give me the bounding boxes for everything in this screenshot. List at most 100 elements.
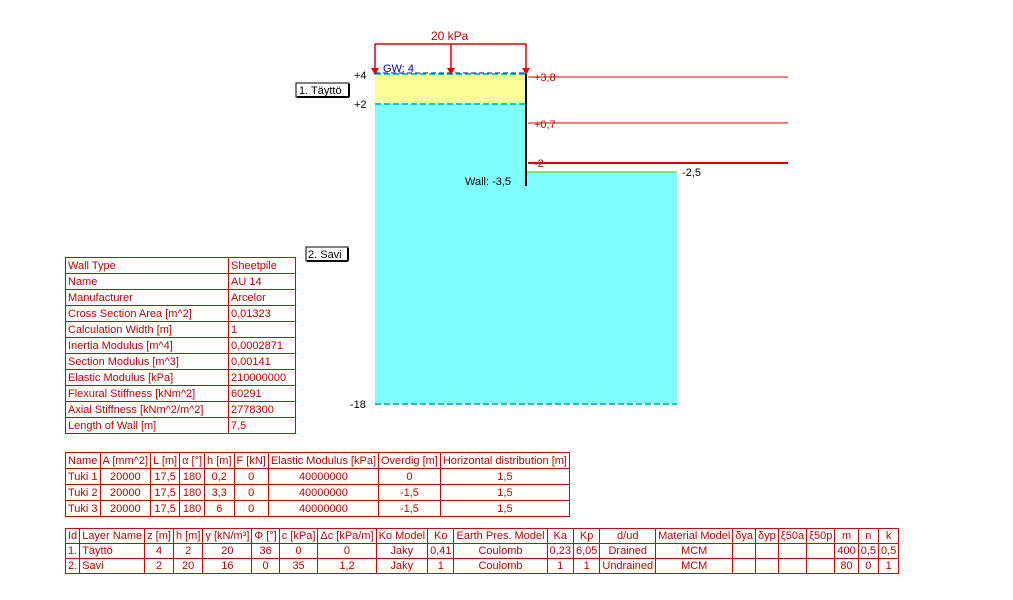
support-label-3: -2 [534, 158, 544, 170]
support-cell: 0 [233, 500, 269, 517]
support-cell: 180 [179, 468, 206, 485]
support-cell: 1,5 [439, 468, 570, 485]
surface-load [371, 43, 530, 75]
layer-cell: 0 [251, 558, 280, 574]
layer-header-cell: Ko Model [375, 528, 429, 544]
layer-cell: 1 [572, 558, 601, 574]
layer-cell [755, 543, 779, 559]
support-header-cell: Overdig [m] [378, 452, 441, 469]
wall-cell: Sheetpile [228, 257, 296, 274]
support-header-cell: Name [65, 452, 101, 469]
support-cell: 0 [233, 468, 269, 485]
layer-header-cell: Kp [572, 528, 601, 544]
support-label-1: +3,8 [534, 72, 556, 84]
layer-cell: 20 [202, 543, 253, 559]
support-header-cell: Horizontal distribution [m] [439, 452, 570, 469]
layer-cell: 2 [144, 558, 174, 574]
layer-cell [732, 543, 757, 559]
wall-property-row: Flexural Stiffness [kNm^2]60291 [65, 385, 296, 402]
retaining-wall-diagram: GW: 4 20 kPa +3,8 +0,7 -2 Wall: -3,5 -2,… [295, 29, 788, 411]
layer-header-cell: n [857, 528, 880, 544]
wall-property-row: Elastic Modulus [kPa]210000000 [65, 369, 296, 386]
support-cell: -1,5 [378, 484, 441, 501]
excavation-label: -2,5 [682, 167, 701, 179]
layer-header-cell: m [834, 528, 859, 544]
layer-1-fill [375, 74, 526, 104]
wall-cell: 210000000 [228, 369, 296, 386]
wall-property-row: Section Modulus [m^3]0,00141 [65, 353, 296, 370]
layer-cell: 2. [64, 558, 81, 574]
support-cell: Tuki 1 [65, 468, 101, 485]
support-cell: 0,2 [204, 468, 235, 485]
wall-property-row: Calculation Width [m]1 [65, 321, 296, 338]
layer-cell: 0,41 [427, 543, 455, 559]
wall-cell: Wall Type [65, 257, 229, 274]
support-cell: 0 [378, 468, 441, 485]
layer-cell: 1 [546, 558, 574, 574]
layer-cell: 400 [834, 543, 859, 559]
layer-cell: 4 [144, 543, 174, 559]
layer-header-cell: Φ [°] [251, 528, 280, 544]
support-cell: 17,5 [150, 484, 181, 501]
layer-cell: Undrained [599, 558, 657, 574]
layer-cell: 20 [172, 558, 204, 574]
wall-cell: 7,5 [228, 417, 296, 434]
gw-label: GW: 4 [383, 63, 414, 75]
layer-cell: 0,5 [857, 543, 880, 559]
support-cell: 20000 [99, 484, 152, 501]
level-label-top: +4 [354, 70, 367, 82]
layer-cell: Coulomb [453, 543, 548, 559]
layer-header-cell: γ [kN/m³] [202, 528, 253, 544]
layer-cell: MCM [655, 543, 734, 559]
support-cell: 20000 [99, 500, 152, 517]
layer-cell: 1 [877, 558, 900, 574]
wall-cell: Name [65, 273, 229, 290]
wall-cell: 60291 [228, 385, 296, 402]
layer-cell: 0 [317, 543, 377, 559]
layer-cell: 1. [64, 543, 81, 559]
support-header-cell: L [m] [150, 452, 181, 469]
support-header-cell: A [mm^2] [99, 452, 152, 469]
layer-cell [755, 558, 779, 574]
layer-cell: Jaky [375, 558, 429, 574]
wall-cell: Inertia Modulus [m^4] [65, 337, 229, 354]
wall-cell: Section Modulus [m^3] [65, 353, 229, 370]
wall-cell: Axial Stiffness [kNm^2/m^2] [65, 401, 229, 418]
layer-1-label: 1. Täyttö [299, 85, 342, 97]
layer-header-cell: δyp [755, 528, 779, 544]
level-label-mid: +2 [354, 99, 367, 111]
layer-cell: 80 [834, 558, 859, 574]
support-cell: 0 [233, 484, 269, 501]
support-cell: 40000000 [267, 484, 380, 501]
support-cell: 40000000 [267, 468, 380, 485]
support-label-2: +0,7 [534, 119, 556, 131]
wall-property-row: Inertia Modulus [m^4]0,0002871 [65, 337, 296, 354]
wall-property-row: Length of Wall [m]7,5 [65, 417, 296, 434]
support-cell: 180 [179, 500, 206, 517]
layer-cell: 1,2 [317, 558, 377, 574]
layer-header-cell: z [m] [144, 528, 174, 544]
support-cell: 6 [204, 500, 235, 517]
layer-cell: 0,23 [546, 543, 574, 559]
layer-header-cell: δya [732, 528, 757, 544]
wall-cell: AU 14 [228, 273, 296, 290]
layer-cell [777, 558, 808, 574]
support-header-cell: α [°] [179, 452, 206, 469]
layer-cell: Savi [79, 558, 146, 574]
layer-cell: 35 [278, 558, 319, 574]
layer-cell: Drained [599, 543, 657, 559]
layer-cell: 0,5 [877, 543, 900, 559]
wall-cell: 0,01323 [228, 305, 296, 322]
wall-cell: Flexural Stiffness [kNm^2] [65, 385, 229, 402]
layer-header-cell: ξ50a [777, 528, 808, 544]
wall-cell: 1 [228, 321, 296, 338]
layer-header-cell: c [kPa] [278, 528, 319, 544]
layer-header-cell: Δc [kPa/m] [317, 528, 377, 544]
layer-cell: MCM [655, 558, 734, 574]
